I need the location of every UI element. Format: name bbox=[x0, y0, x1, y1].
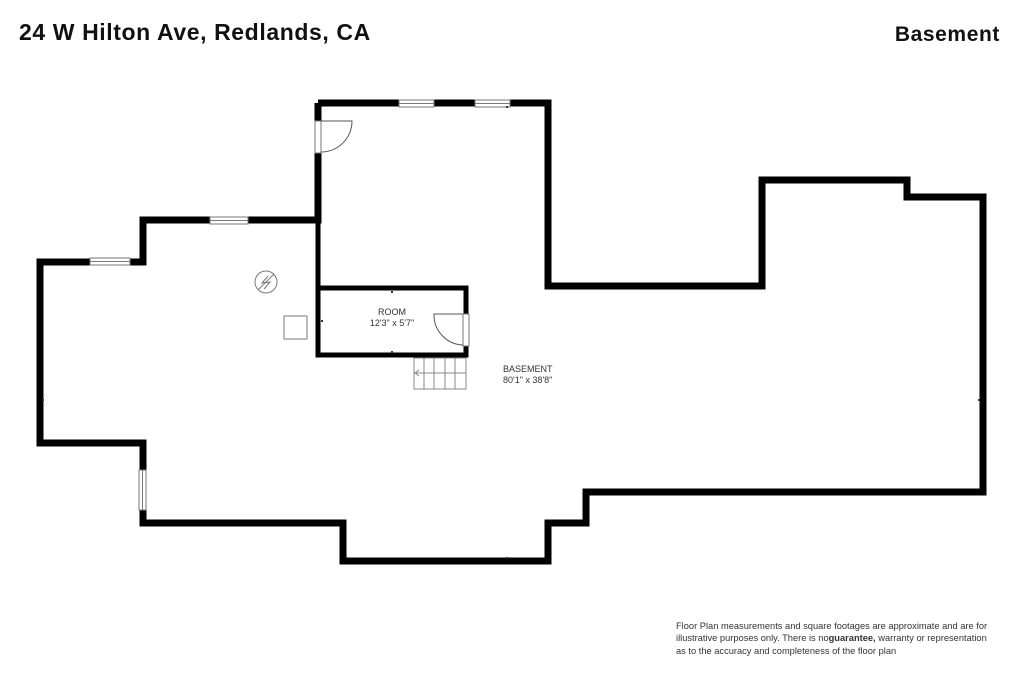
room-name: BASEMENT bbox=[503, 364, 553, 374]
disclaimer-line-1: Floor Plan measurements and square foota… bbox=[676, 621, 988, 631]
windows bbox=[89, 99, 511, 511]
window-icon bbox=[138, 469, 147, 511]
equipment-box-icon bbox=[283, 315, 308, 340]
floor-name: Basement bbox=[894, 23, 1000, 46]
disclaimer: Floor Plan measurements and square foota… bbox=[676, 620, 1016, 657]
room-label-basement: BASEMENT 80'1" x 38'8" bbox=[503, 364, 567, 386]
window-icon bbox=[474, 99, 511, 108]
disclaimer-emphasis: guarantee, bbox=[828, 633, 876, 644]
disclaimer-text: warranty or representation bbox=[875, 633, 987, 644]
door-swing-icon bbox=[314, 120, 353, 154]
interior-walls bbox=[315, 220, 469, 358]
disclaimer-text: illustrative purposes only. There is no bbox=[676, 633, 829, 644]
disclaimer-line-3: as to the accuracy and completeness of t… bbox=[676, 645, 897, 656]
stairs-icon bbox=[413, 357, 467, 390]
wall-ticks bbox=[42, 106, 980, 559]
room-name: ROOM bbox=[378, 307, 406, 317]
exterior-walls bbox=[36, 99, 987, 565]
water-heater-icon bbox=[254, 270, 278, 294]
room-label-room: ROOM 12'3" x 5'7" bbox=[352, 307, 432, 329]
window-icon bbox=[209, 216, 249, 225]
window-icon bbox=[398, 99, 435, 108]
property-address: 24 W Hilton Ave, Redlands, CA bbox=[19, 19, 371, 45]
door-swing-icon bbox=[433, 313, 470, 347]
window-icon bbox=[89, 257, 131, 266]
disclaimer-line-2: illustrative purposes only. There is nog… bbox=[676, 632, 1016, 644]
room-dimensions: 80'1" x 38'8" bbox=[503, 375, 553, 385]
room-dimensions: 12'3" x 5'7" bbox=[369, 318, 415, 328]
